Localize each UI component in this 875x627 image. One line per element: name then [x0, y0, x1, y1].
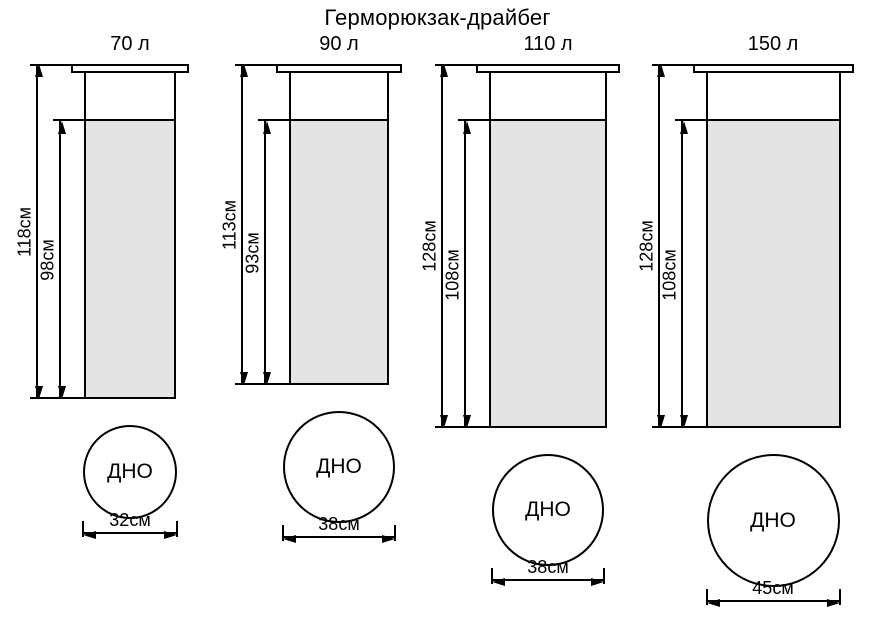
- bag-cap: [692, 64, 854, 73]
- diameter-tick-left: [491, 568, 493, 584]
- arrow-right-icon: [826, 599, 840, 607]
- bottom-label: ДНО: [750, 508, 796, 532]
- volume-label: 90 л: [319, 33, 359, 55]
- volume-label: 70 л: [110, 33, 150, 55]
- diameter-dimension: 38см: [283, 514, 395, 543]
- bag-body: [289, 73, 389, 385]
- diameter-tick-left: [705, 589, 708, 605]
- bag-column: 90 л 113см 93см ДНО 38см: [219, 0, 438, 627]
- bottom-label: ДНО: [525, 498, 571, 521]
- total-height-dimension: 113см: [220, 64, 248, 385]
- diameter-dimension: 32см: [83, 510, 177, 539]
- extension-line-top: [30, 64, 71, 66]
- extension-line-bottom: [235, 383, 289, 385]
- arrow-left-icon: [283, 535, 296, 543]
- extension-line-top: [435, 64, 476, 66]
- arrow-up-icon: [463, 121, 471, 134]
- diameter-label: 38см: [318, 514, 360, 534]
- extension-line-mid: [53, 119, 84, 121]
- body-height-label: 108см: [442, 248, 463, 301]
- arrow-up-icon: [35, 64, 43, 77]
- bottom-circle: ДНО: [283, 411, 395, 523]
- bag-column: 110 л 128см 108см ДНО 38см: [420, 0, 657, 627]
- total-height-dimension: 128см: [636, 64, 665, 428]
- total-height-label: 128см: [636, 220, 656, 272]
- total-height-label: 128см: [419, 220, 440, 272]
- body-height-dimension: 93см: [243, 121, 271, 385]
- bag-cap: [71, 64, 189, 73]
- diameter-dimension: 38см: [492, 557, 604, 586]
- extension-line-top: [235, 64, 276, 66]
- total-height-label: 118см: [14, 206, 35, 257]
- extension-line-top: [651, 64, 693, 66]
- body-height-dimension: 108см: [443, 121, 471, 428]
- volume-label: 150 л: [747, 33, 799, 55]
- bag-fill: [86, 119, 174, 397]
- extension-line-mid: [674, 119, 706, 121]
- diameter-label: 45см: [752, 578, 794, 598]
- arrow-down-icon: [463, 415, 471, 428]
- diameter-tick-right: [176, 521, 178, 537]
- diameter-tick-right: [838, 589, 841, 605]
- extension-line-bottom: [30, 397, 84, 399]
- arrow-up-icon: [263, 121, 271, 134]
- bottom-label: ДНО: [316, 455, 362, 478]
- bottom-circle: ДНО: [706, 454, 840, 587]
- arrow-down-icon: [263, 372, 271, 385]
- arrow-up-icon: [58, 121, 66, 134]
- bag-body: [84, 73, 176, 399]
- arrow-left-icon: [706, 599, 720, 607]
- arrow-down-icon: [58, 386, 66, 399]
- diameter-label: 38см: [527, 557, 569, 577]
- page-title: Герморюкзак-драйбег: [324, 5, 551, 30]
- arrow-right-icon: [164, 531, 177, 539]
- arrow-right-icon: [591, 578, 604, 586]
- body-height-label: 108см: [659, 248, 679, 301]
- total-height-dimension: 128см: [420, 64, 448, 428]
- body-height-dimension: 98см: [38, 121, 66, 399]
- body-height-dimension: 108см: [659, 121, 688, 428]
- total-height-label: 113см: [219, 199, 240, 250]
- arrow-left-icon: [492, 578, 505, 586]
- bag-cap: [476, 64, 620, 73]
- arrow-down-icon: [240, 372, 248, 385]
- arrow-up-icon: [656, 64, 665, 77]
- arrow-up-icon: [679, 121, 688, 134]
- bag-fill: [491, 119, 605, 426]
- arrow-up-icon: [440, 64, 448, 77]
- extension-line-mid: [258, 119, 289, 121]
- bottom-circle: ДНО: [83, 425, 177, 519]
- extension-line-bottom: [435, 426, 489, 428]
- diameter-label: 32см: [109, 510, 151, 530]
- bottom-circle: ДНО: [492, 454, 604, 566]
- bag-column: 70 л 118см 98см ДНО 32см: [0, 0, 219, 627]
- diameter-tick-left: [82, 521, 84, 537]
- extension-line-mid: [458, 119, 489, 121]
- diameter-tick-right: [603, 568, 605, 584]
- arrow-left-icon: [83, 531, 96, 539]
- diameter-tick-left: [282, 525, 284, 541]
- body-height-label: 93см: [242, 232, 263, 274]
- bag-fill: [291, 119, 387, 383]
- diameter-tick-right: [394, 525, 396, 541]
- extension-line-bottom: [651, 426, 706, 428]
- diameter-dimension: 45см: [706, 578, 840, 607]
- volume-label: 110 л: [523, 33, 573, 55]
- bag-body: [705, 73, 841, 428]
- bag-body: [489, 73, 607, 428]
- body-height-label: 98см: [37, 239, 58, 281]
- arrow-right-icon: [382, 535, 395, 543]
- arrow-down-icon: [440, 415, 448, 428]
- arrow-down-icon: [35, 386, 43, 399]
- arrow-up-icon: [240, 64, 248, 77]
- total-height-dimension: 118см: [15, 64, 43, 399]
- arrow-down-icon: [656, 415, 665, 428]
- bag-cap: [276, 64, 402, 73]
- bottom-label: ДНО: [107, 460, 153, 483]
- bag-column: 150 л 128см 108см ДНО 45см: [636, 0, 875, 627]
- arrow-down-icon: [679, 415, 688, 428]
- bag-fill: [707, 119, 839, 426]
